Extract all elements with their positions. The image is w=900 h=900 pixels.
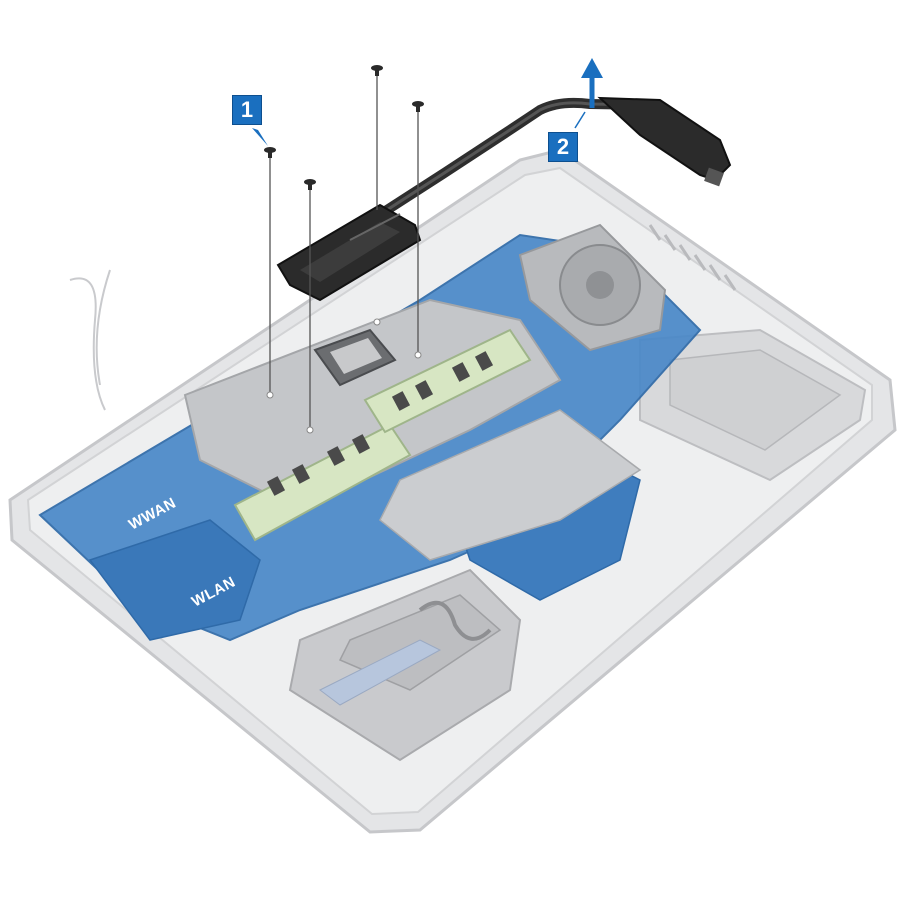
antenna-cables (69, 269, 111, 411)
vent-grille (648, 224, 737, 291)
screws (264, 65, 424, 190)
screw-icon (371, 65, 383, 76)
system-fan (518, 223, 667, 352)
step-1-number: 1 (240, 97, 254, 122)
memory-module-2 (363, 328, 532, 434)
step-2-number: 2 (556, 134, 570, 159)
screw-icon (264, 147, 276, 158)
battery-area (639, 328, 867, 482)
processor (313, 328, 397, 387)
up-arrow-icon (574, 58, 603, 129)
heatsink-assembly (276, 96, 732, 302)
callout-1-pointer (252, 128, 268, 146)
screw-icon (304, 179, 316, 190)
screw-guides (269, 76, 419, 430)
screw-holes (266, 318, 422, 434)
memory-module-1 (233, 423, 412, 542)
screw-icon (412, 101, 424, 112)
step-2-callout: 2 (548, 132, 578, 162)
step-1-callout: 1 (232, 95, 262, 125)
hard-drive (288, 568, 522, 762)
